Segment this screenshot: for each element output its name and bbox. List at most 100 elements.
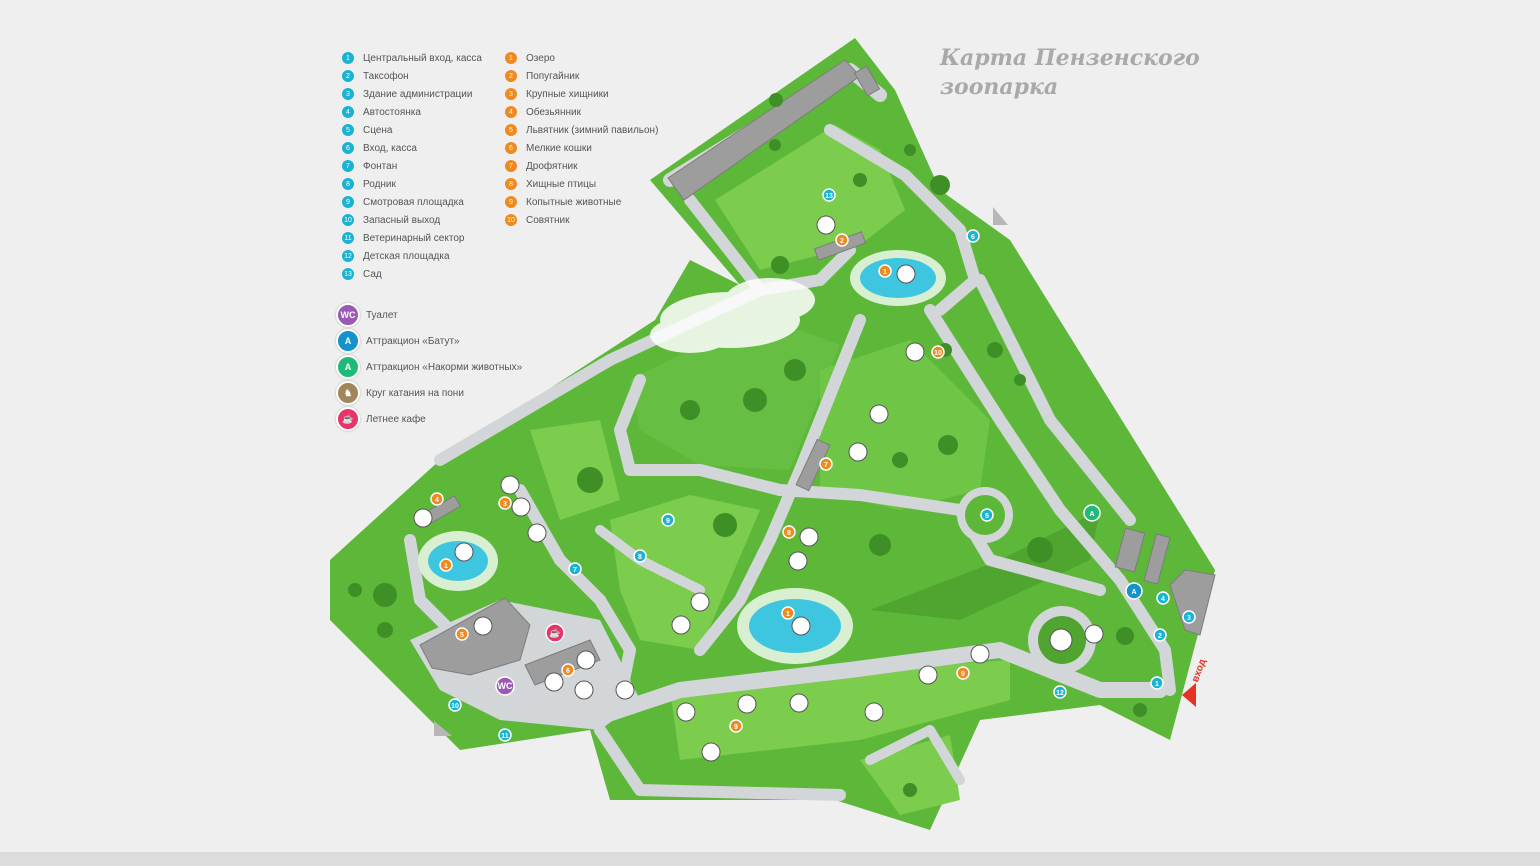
map-marker-animal-1[interactable]: 1 [439, 558, 453, 572]
map-marker-animal-4-circle [430, 492, 444, 506]
map-marker-service-6-circle [966, 229, 980, 243]
map-marker-animal-8[interactable]: 8 [782, 525, 796, 539]
service-number-badge: 4 [342, 106, 354, 118]
map-marker-service-3[interactable]: 3 [1182, 610, 1196, 624]
map-marker-service-4-circle [1156, 591, 1170, 605]
map-marker-wc[interactable]: WC [495, 676, 515, 696]
buildings [418, 59, 1216, 686]
map-marker-feed-animals[interactable]: A [1083, 504, 1101, 522]
legend-label: Здание администрации [363, 88, 473, 100]
legend-label: Совятник [526, 214, 570, 226]
map-marker-service-4[interactable]: 4 [1156, 591, 1170, 605]
service-number-badge: 10 [342, 214, 354, 226]
map-marker-service-10-circle [448, 698, 462, 712]
map-marker-animal-1[interactable]: 1 [781, 606, 795, 620]
map-marker-animal-10[interactable]: 10 [931, 345, 945, 359]
map-marker-service-11[interactable]: 11 [498, 728, 512, 742]
map-marker-animal-1-label: 1 [883, 269, 887, 276]
legend-label: Родник [363, 178, 396, 190]
map-marker-service-9[interactable]: 9 [661, 513, 675, 527]
entry-arrow-icon[interactable] [1182, 683, 1196, 707]
facility-legend-item: ☕Летнее кафе [336, 407, 426, 431]
animal-number-badge: 9 [505, 196, 517, 208]
animal-number-badge: 10 [505, 214, 517, 226]
map-marker-service-10[interactable]: 10 [448, 698, 462, 712]
map-marker-animal-4-label: 4 [435, 497, 439, 504]
map-marker-service-2[interactable]: 2 [1153, 628, 1167, 642]
map-marker-animal-1-label: 1 [444, 563, 448, 570]
map-marker-animal-1[interactable]: 1 [878, 264, 892, 278]
map-marker-service-8-circle [633, 549, 647, 563]
facility-label: Аттракцион «Накорми животных» [366, 361, 523, 373]
map-marker-service-13[interactable]: 13 [822, 188, 836, 202]
map-marker-animal-10-circle [931, 345, 945, 359]
map-marker-service-5[interactable]: 5 [980, 508, 994, 522]
service-number-badge: 1 [342, 52, 354, 64]
map-marker-service-9-circle [661, 513, 675, 527]
map-title-line1: Карта Пензенского [940, 45, 1200, 71]
map-marker-animal-3-circle [498, 496, 512, 510]
map-marker-service-2-circle [1153, 628, 1167, 642]
legend-item-service-3: 3 Здание администрации [342, 85, 472, 103]
map-marker-service-8-label: 8 [638, 554, 642, 561]
map-marker-animal-9[interactable]: 9 [729, 719, 743, 733]
map-marker-animal-3[interactable]: 3 [498, 496, 512, 510]
map-marker-cafe[interactable]: ☕ [545, 623, 565, 643]
meadow [820, 340, 990, 510]
trampoline-icon: A [336, 329, 360, 353]
service-number-badge: 13 [342, 268, 354, 280]
facility-legend-item: ♞Круг катания на пони [336, 381, 464, 405]
meadow [870, 510, 1100, 620]
legend-label: Попугайник [526, 70, 580, 82]
trees [348, 93, 1147, 797]
service-number-badge: 9 [342, 196, 354, 208]
map-marker-animal-9-circle [956, 666, 970, 680]
map-marker-animal-9[interactable]: 9 [956, 666, 970, 680]
map-marker-service-7-circle [568, 562, 582, 576]
legend-label: Таксофон [363, 70, 409, 82]
map-marker-animal-6-circle [561, 663, 575, 677]
map-marker-service-12[interactable]: 12 [1053, 685, 1067, 699]
animal-number-badge: 1 [505, 52, 517, 64]
map-marker-wc-label: WC [498, 681, 513, 691]
legend-label: Озеро [526, 52, 555, 64]
map-marker-service-8[interactable]: 8 [633, 549, 647, 563]
animal-icons [413, 215, 1104, 762]
map-marker-animal-5[interactable]: 5 [455, 627, 469, 641]
service-number-badge: 8 [342, 178, 354, 190]
exit-arrow-icon [993, 207, 1008, 225]
map-marker-service-6-label: 6 [971, 234, 975, 241]
map-marker-trampoline-circle [1125, 582, 1143, 600]
map-marker-animal-2[interactable]: 2 [835, 233, 849, 247]
map-marker-animal-7[interactable]: 7 [819, 457, 833, 471]
map-marker-service-9-label: 9 [666, 518, 670, 525]
legend-item-service-8: 8 Родник [342, 175, 396, 193]
map-marker-service-1-circle [1150, 676, 1164, 690]
map-marker-animal-4[interactable]: 4 [430, 492, 444, 506]
map-marker-trampoline[interactable]: A [1125, 582, 1143, 600]
map-marker-animal-6[interactable]: 6 [561, 663, 575, 677]
service-number-badge: 3 [342, 88, 354, 100]
map-marker-service-7[interactable]: 7 [568, 562, 582, 576]
map-marker-service-1[interactable]: 1 [1150, 676, 1164, 690]
map-marker-service-6[interactable]: 6 [966, 229, 980, 243]
map-marker-animal-2-label: 2 [840, 238, 844, 245]
facility-label: Круг катания на пони [366, 387, 464, 399]
map-marker-animal-9-label: 9 [734, 724, 738, 731]
map-marker-feed-animals-circle [1083, 504, 1101, 522]
service-number-badge: 7 [342, 160, 354, 172]
